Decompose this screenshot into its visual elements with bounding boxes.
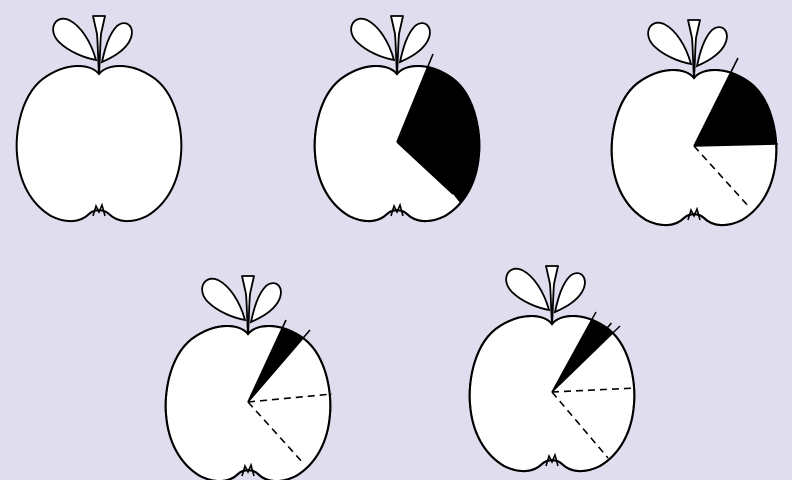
apple-diagram xyxy=(0,0,792,480)
apple-illustration xyxy=(0,0,792,480)
